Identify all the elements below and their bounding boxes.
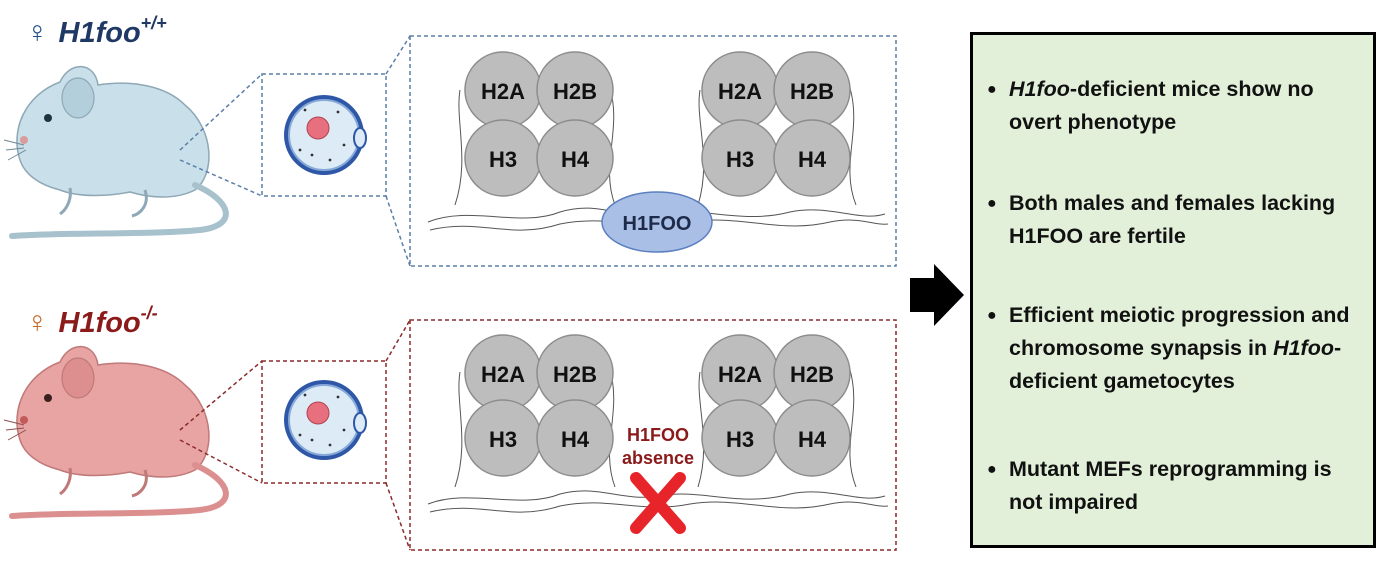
gene-name: H1foo — [1009, 77, 1070, 101]
summary-item: ● H1foo-deficient mice show no overt phe… — [987, 77, 1314, 134]
histone-label: H2B — [553, 79, 597, 104]
nucleosome-wildtype-left — [464, 51, 614, 197]
oocyte-box-knockout — [261, 360, 387, 484]
mouse-wildtype-icon — [3, 65, 229, 239]
arrow-right-icon — [910, 264, 964, 326]
histone-label: H2B — [553, 362, 597, 387]
oocyte-box-wildtype — [261, 73, 387, 197]
chromatin-box-knockout — [409, 319, 897, 551]
nucleosome-knockout-left — [464, 334, 614, 477]
histone-label: H3 — [489, 147, 517, 172]
gene-name: H1foo — [58, 17, 141, 49]
mouse-knockout-icon — [3, 345, 229, 519]
genotype-superscript: -/- — [140, 303, 158, 323]
histone-label: H3 — [489, 427, 517, 452]
genotype-label-knockout: ♀ H1foo-/- — [26, 304, 158, 338]
histone-label: H2A — [481, 79, 525, 104]
oocyte-knockout-icon — [284, 380, 367, 460]
h1foo-linker-histone: H1FOO — [601, 191, 713, 253]
histone-label: H4 — [561, 427, 590, 452]
genotype-superscript: +/+ — [140, 13, 167, 33]
cross-icon — [630, 472, 686, 534]
histone-label: H2B — [790, 362, 834, 387]
nucleosome-wildtype-right — [701, 51, 851, 197]
histone-label: H3 — [726, 427, 754, 452]
absence-label-line1: H1FOO — [627, 425, 689, 445]
summary-item: ● Efficient meiotic progression and chro… — [987, 303, 1350, 393]
histone-label: H4 — [798, 147, 827, 172]
histone-label: H2A — [481, 362, 525, 387]
nucleosome-knockout-right — [701, 334, 851, 477]
female-symbol-icon: ♀ — [26, 306, 49, 339]
chromatin-box-wildtype — [409, 35, 897, 267]
summary-item: ● Mutant MEFs reprogramming is not impai… — [987, 457, 1332, 514]
female-symbol-icon: ♀ — [26, 16, 49, 49]
summary-item: ● Both males and females lacking H1FOO a… — [987, 191, 1336, 248]
gene-name: H1foo — [1273, 336, 1334, 360]
genotype-label-wildtype: ♀ H1foo+/+ — [26, 14, 167, 48]
summary-panel: ● H1foo-deficient mice show no overt phe… — [970, 32, 1376, 548]
absence-label-line2: absence — [622, 448, 694, 468]
histone-label: H4 — [798, 427, 827, 452]
histone-label: H4 — [561, 147, 590, 172]
histone-label: H2B — [790, 79, 834, 104]
histone-label: H3 — [726, 147, 754, 172]
histone-label: H2A — [718, 362, 762, 387]
h1foo-label: H1FOO — [623, 213, 692, 235]
histone-label: H2A — [718, 79, 762, 104]
gene-name: H1foo — [58, 307, 141, 339]
oocyte-wildtype-icon — [284, 95, 367, 175]
